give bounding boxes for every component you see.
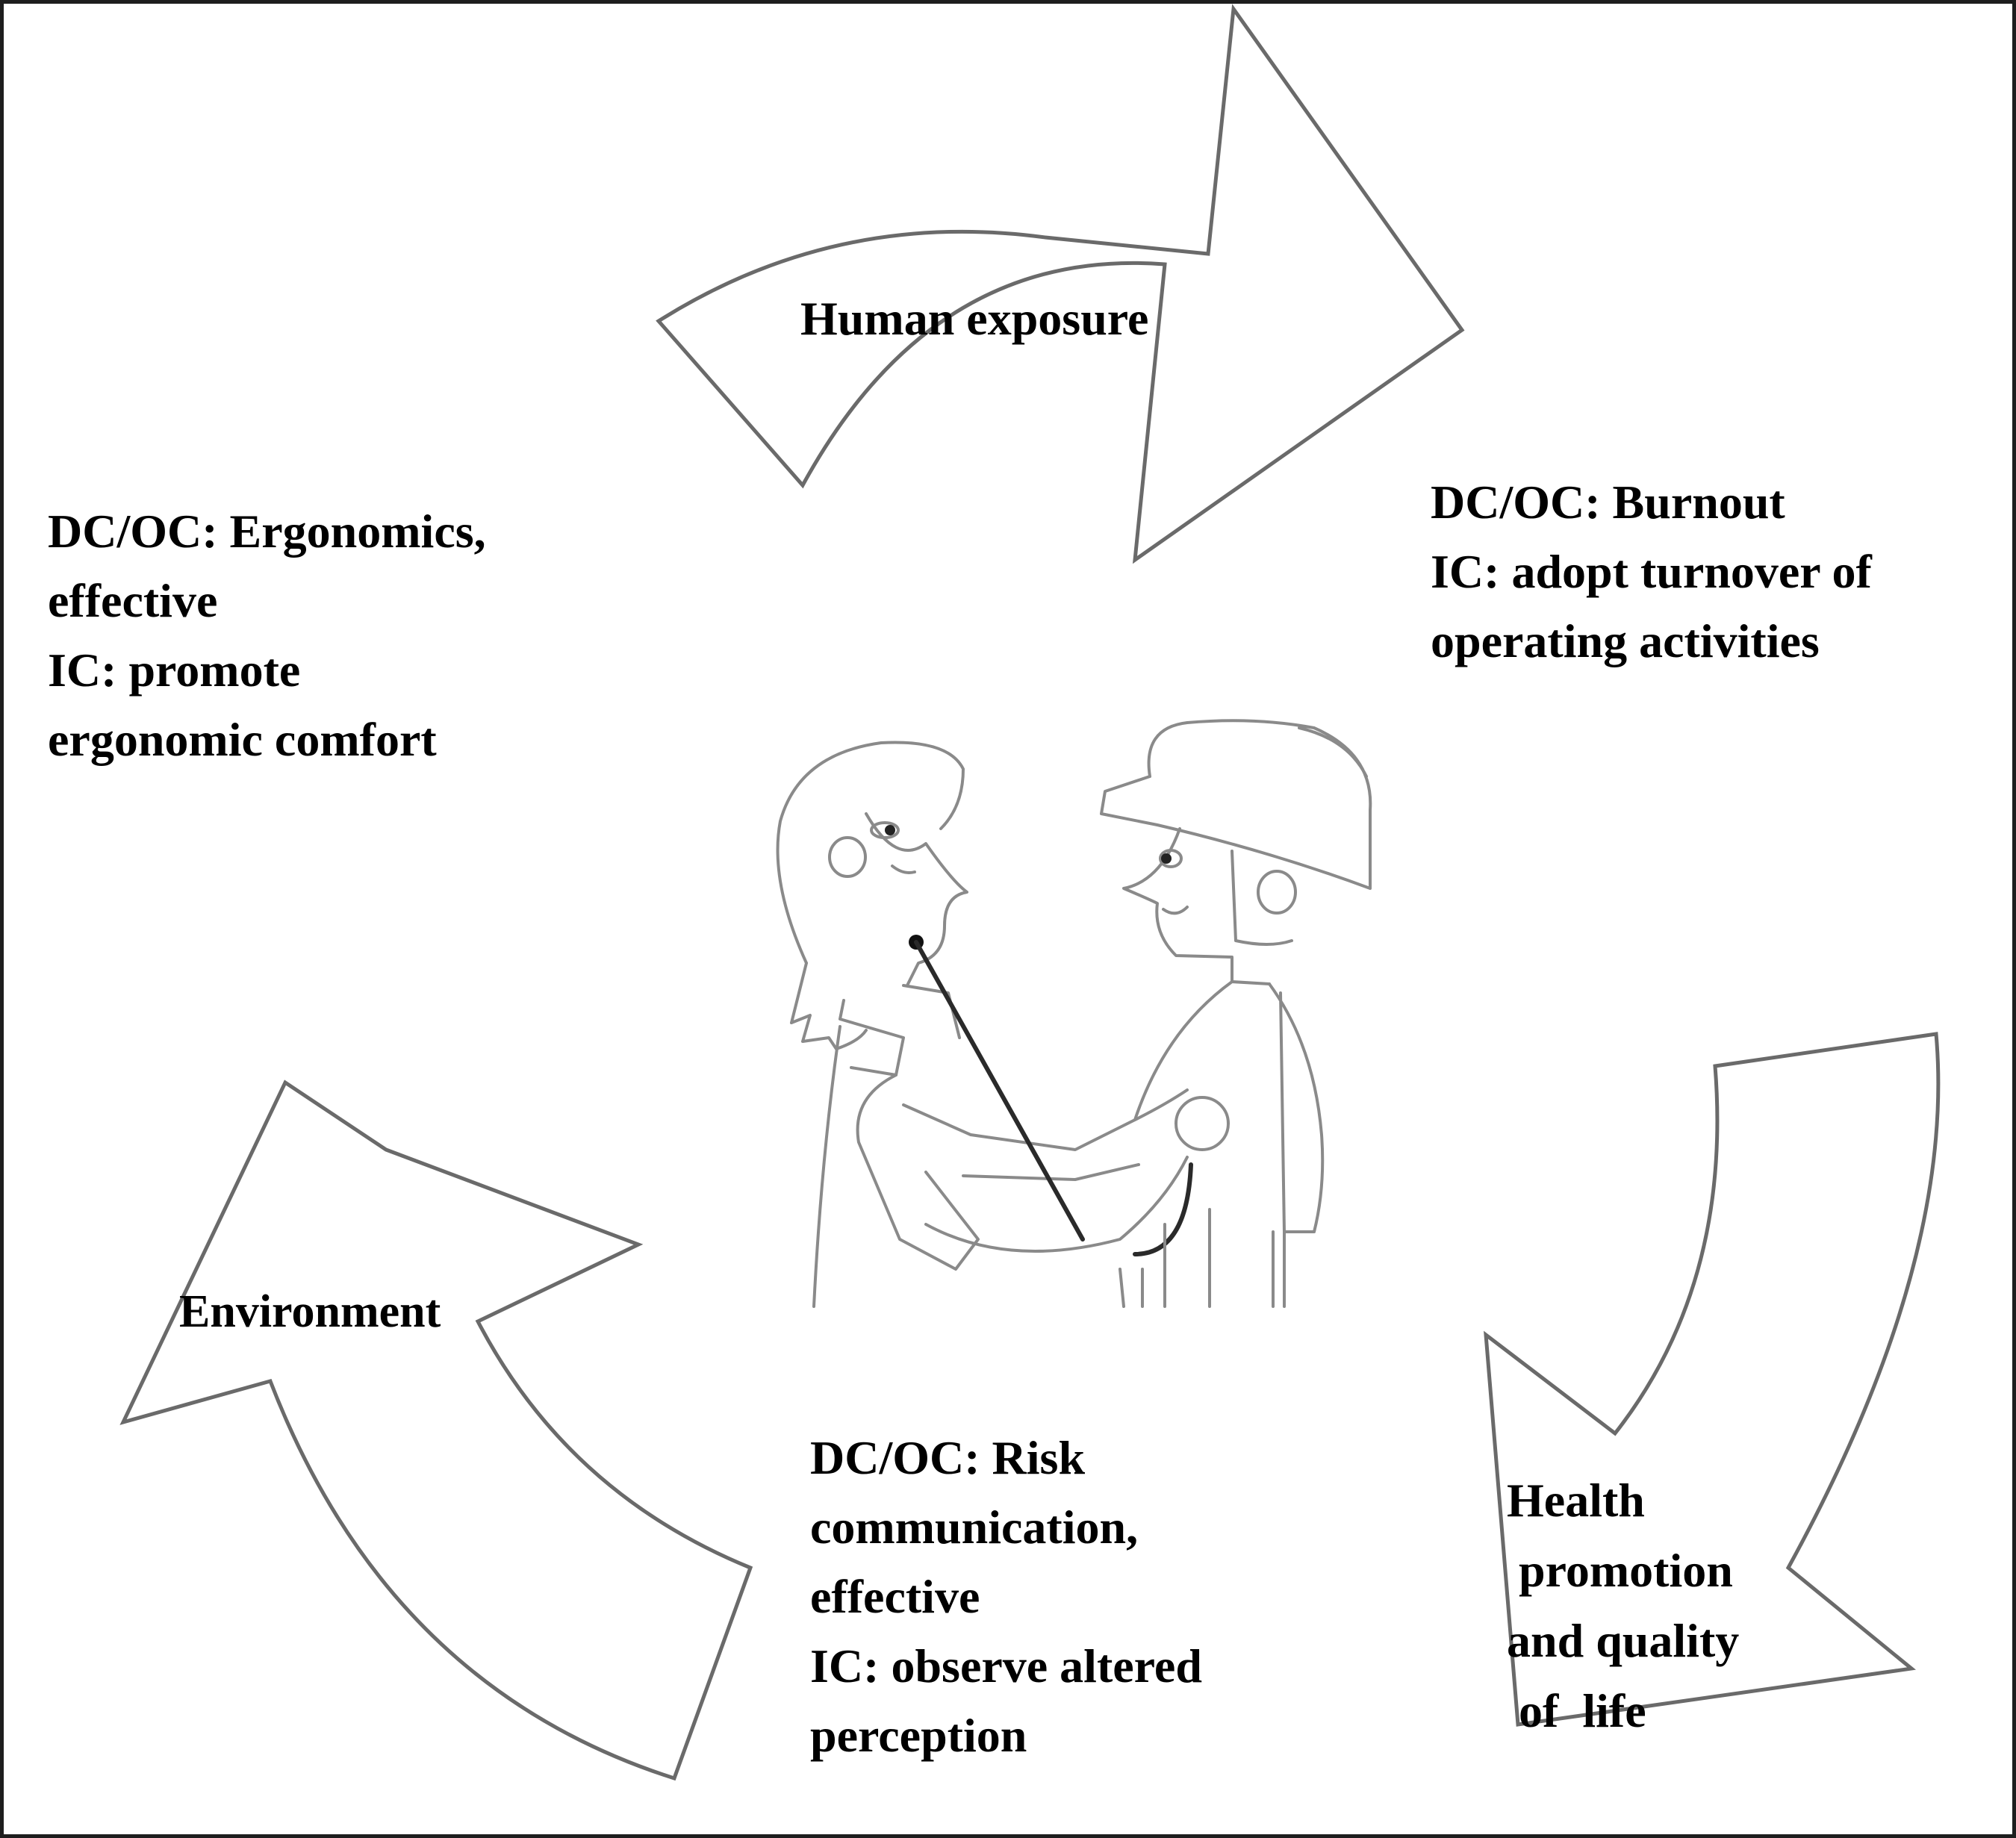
doctor-hair: [776, 741, 965, 1050]
note-line: DC/OC: Ergonomics,: [48, 505, 486, 558]
doctor-eye: [870, 821, 900, 839]
note-burnout: DC/OC: Burnout IC: adopt turnover of ope…: [1431, 467, 1872, 676]
note-line: IC: adopt turnover of: [1431, 545, 1872, 598]
worker-pupil: [1161, 853, 1172, 864]
worker-body: [1119, 980, 1325, 1308]
note-ergonomics: DC/OC: Ergonomics, effective IC: promote…: [48, 496, 486, 774]
note-line: perception: [810, 1709, 1027, 1762]
label-health-promotion-line: promotion: [1507, 1544, 1733, 1597]
doctor-smile: [891, 865, 916, 874]
note-line: IC: promote: [48, 644, 301, 697]
doctor-coat: [812, 984, 980, 1308]
stethoscope-chestpiece: [1175, 1096, 1230, 1151]
worker-face: [1122, 827, 1293, 985]
doctor-worker-illustration: [776, 719, 1372, 1308]
worker-ear: [1257, 870, 1297, 915]
note-line: ergonomic comfort: [48, 713, 437, 766]
stethoscope-tube-lower: [1133, 1162, 1193, 1256]
doctor-arm: [902, 1088, 1189, 1253]
note-line: operating activities: [1431, 614, 1820, 667]
stethoscope-tube: [914, 940, 1085, 1242]
label-health-promotion: Health promotion and quality of life: [1507, 1465, 1739, 1746]
label-health-promotion-line: Health: [1507, 1474, 1645, 1527]
label-health-promotion-line: and quality: [1507, 1614, 1740, 1667]
arrow-health-promotion: [1484, 1032, 1941, 1727]
doctor-face: [865, 812, 968, 987]
arrow-human-exposure: [656, 4, 1465, 564]
worker-smile: [1162, 906, 1189, 915]
label-health-promotion-line: of life: [1507, 1684, 1646, 1737]
note-line: communication,: [810, 1501, 1139, 1554]
worker-helmet: [1100, 719, 1372, 890]
doctor-ear: [828, 836, 867, 878]
note-line: IC: observe altered: [810, 1639, 1202, 1692]
note-line: effective: [810, 1570, 980, 1623]
note-line: effective: [48, 574, 218, 627]
doctor-pupil: [885, 825, 895, 835]
note-risk-communication: DC/OC: Risk communication, effective IC:…: [810, 1423, 1202, 1770]
worker-eye: [1159, 849, 1183, 868]
note-line: DC/OC: Risk: [810, 1431, 1086, 1484]
note-line: DC/OC: Burnout: [1431, 476, 1785, 529]
label-environment: Environment: [179, 1286, 441, 1337]
arrow-environment: [119, 1080, 753, 1781]
label-human-exposure: Human exposure: [800, 292, 1149, 345]
